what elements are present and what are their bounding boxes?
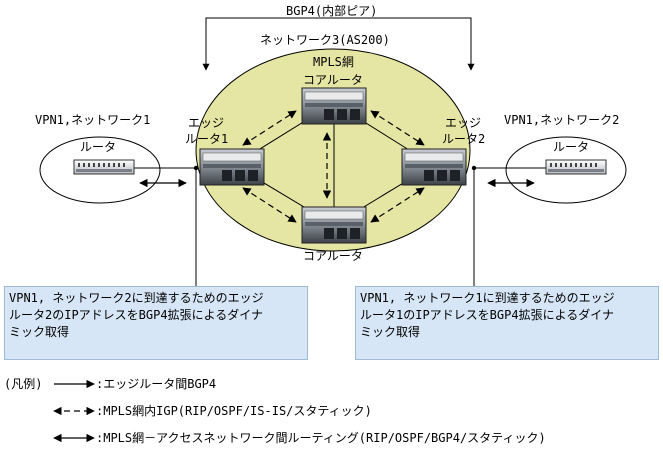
edge-router1-label-line1: エッジ — [188, 116, 225, 130]
edge-router2-label-line1: エッジ — [445, 116, 482, 130]
mpls-label: MPLS網 — [313, 55, 354, 69]
callout-right-line2: ルータ1のIPアドレスをBGP4拡張によるダイナ — [360, 308, 614, 322]
bgp-peer-connector — [202, 17, 475, 71]
access-router-left — [73, 159, 135, 175]
callout-left: VPN1, ネットワーク2に到達するためのエッジ ルータ2のIPアドレスをBGP… — [4, 286, 308, 360]
callout-right-line3: ミック取得 — [360, 325, 421, 339]
core-router-top — [301, 87, 367, 125]
vpn1-network2-label: VPN1,ネットワーク2 — [504, 113, 620, 127]
access-router-right — [545, 159, 607, 175]
legend-item-access: :MPLS網－アクセスネットワーク間ルーティング(RIP/OSPF/BGP4/ス… — [96, 431, 546, 445]
edge-router2-label-line2: ルータ2 — [442, 132, 486, 146]
legend-title: (凡例) — [4, 377, 43, 391]
vpn1-network2-area — [505, 136, 627, 204]
callout-left-line3: ミック取得 — [9, 325, 70, 339]
edge-router-2 — [401, 148, 467, 186]
connection-point-right — [471, 165, 477, 171]
edge-router1-label-line2: ルータ1 — [185, 132, 229, 146]
legend-item-igp: :MPLS網内IGP(RIP/OSPF/IS-IS/スタティック) — [96, 404, 372, 418]
core-router-bottom — [301, 206, 367, 244]
callout-right: VPN1, ネットワーク1に到達するためのエッジ ルータ1のIPアドレスをBGP… — [355, 286, 659, 360]
connection-point-left — [193, 165, 199, 171]
network3-label: ネットワーク3(AS200) — [260, 33, 390, 47]
callout-left-line1: VPN1, ネットワーク2に到達するためのエッジ — [9, 291, 264, 305]
bgp-peer-label: BGP4(内部ピア) — [286, 4, 378, 18]
core-router-bottom-label: コアルータ — [303, 249, 363, 263]
router-left-label: ルータ — [80, 140, 117, 154]
legend-item-bgp: :エッジルータ間BGP4 — [96, 377, 217, 391]
igp-arrows — [242, 110, 425, 223]
vpn1-network1-label: VPN1,ネットワーク1 — [35, 113, 151, 127]
router-right-label: ルータ — [553, 140, 590, 154]
callout-right-line1: VPN1, ネットワーク1に到達するためのエッジ — [360, 291, 615, 305]
vpn1-network1-area — [39, 136, 161, 204]
callout-left-line2: ルータ2のIPアドレスをBGP4拡張によるダイナ — [9, 308, 263, 322]
core-router-top-label: コアルータ — [303, 73, 363, 87]
legend-symbols — [53, 379, 95, 443]
edge-router-1 — [199, 148, 265, 186]
